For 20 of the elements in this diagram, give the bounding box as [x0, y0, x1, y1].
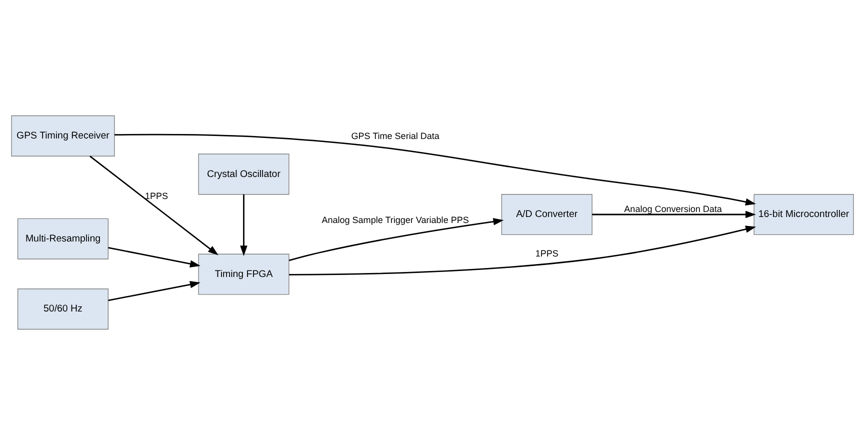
edge-label: 1PPS: [144, 190, 168, 200]
edge-label: Analog Conversion Data: [624, 204, 722, 214]
arrow: [90, 155, 218, 255]
arrow: [108, 280, 200, 301]
node-box: A/D Converter: [501, 194, 592, 235]
arrow: [240, 194, 248, 256]
edge-label: 1PPS: [535, 248, 558, 258]
arrow: [289, 225, 756, 275]
node-box: Crystal Oscillator: [198, 153, 290, 194]
arrow: [592, 210, 756, 218]
arrow: [288, 218, 504, 261]
node-box: GPS Timing Receiver: [11, 114, 115, 156]
arrow: [108, 246, 200, 267]
edge-label: GPS Time Serial Data: [351, 130, 440, 140]
node-box: 50/60 Hz: [17, 288, 109, 330]
edge-label: Analog Sample Trigger Variable PPS: [322, 214, 469, 225]
node-box: Timing FPGA: [198, 253, 290, 294]
arrow: [114, 133, 756, 205]
node-box: Multi-Resampling: [17, 218, 109, 259]
node-box: 16-bit Microcontroller: [754, 194, 854, 235]
